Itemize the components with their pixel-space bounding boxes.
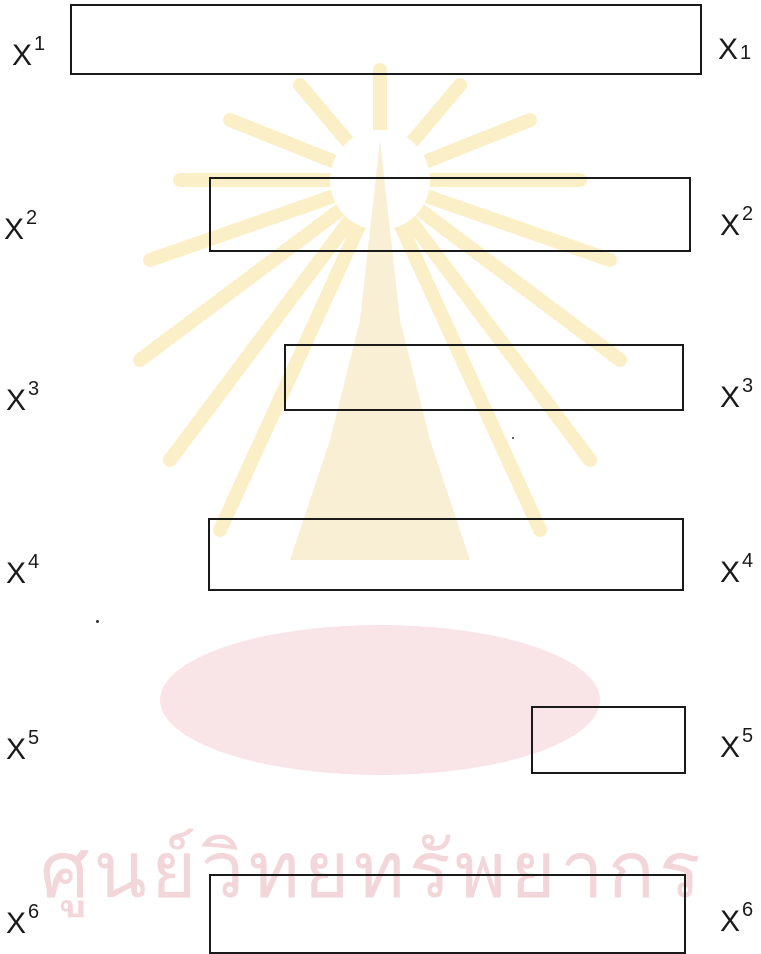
row-4-bar: [208, 518, 684, 591]
scan-speck: [512, 437, 514, 439]
row-3-bar: [284, 344, 684, 411]
row-5-bar: [531, 706, 686, 774]
row-2-bar: [209, 177, 691, 252]
row-1-bar: [70, 4, 702, 75]
seal-rays: [140, 70, 620, 530]
row-6-bar: [209, 874, 686, 954]
scan-speck: [96, 620, 99, 623]
